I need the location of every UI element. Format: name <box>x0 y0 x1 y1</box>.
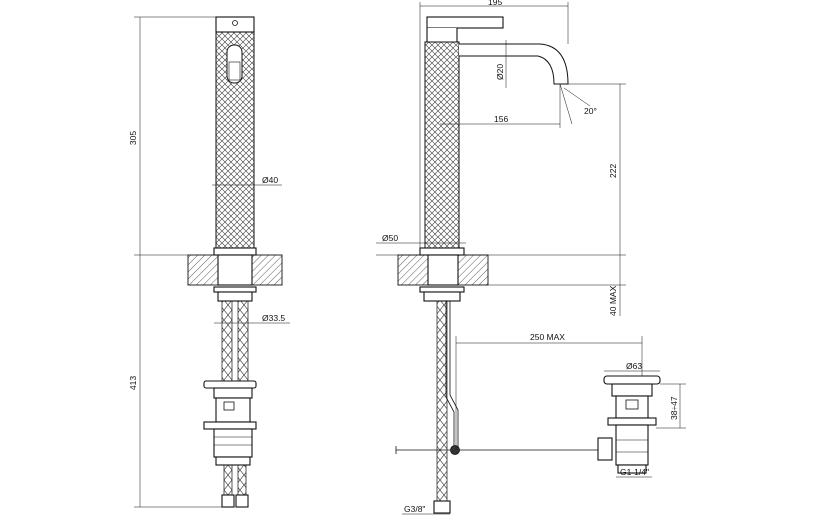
side-waste-bottom-nut <box>617 464 647 474</box>
side-waste-tube <box>615 424 649 466</box>
front-base-ring <box>213 247 257 256</box>
side-waste-cap <box>603 375 661 385</box>
side-nut <box>423 291 461 302</box>
front-cap-hole <box>232 20 238 26</box>
dim-50: Ø50 <box>382 233 398 243</box>
dim-40: Ø40 <box>262 175 278 185</box>
front-shank <box>217 254 253 286</box>
side-pivot <box>450 445 460 455</box>
side-nut-washer <box>419 286 465 293</box>
side-spout <box>459 43 569 85</box>
front-deck-right <box>251 254 283 286</box>
front-connector-right <box>235 494 249 508</box>
side-body-top <box>426 28 458 43</box>
side-base-ring <box>419 247 465 256</box>
front-nut-washer <box>213 286 257 293</box>
front-hose-right <box>237 300 249 382</box>
front-waste-thread <box>213 428 253 458</box>
side-deck-right <box>457 254 489 286</box>
dim-20: Ø20 <box>495 64 505 80</box>
front-waste-neck <box>213 387 253 399</box>
front-waste-window <box>223 401 235 411</box>
front-cap <box>215 16 255 33</box>
dim-33-5: Ø33.5 <box>262 313 285 323</box>
dim-195: 195 <box>488 0 502 7</box>
side-view: 195 Ø20 156 20° 222 Ø50 40 MAX 250 MAX Ø… <box>376 0 686 515</box>
front-view: 305 413 Ø40 Ø33.5 <box>128 16 290 508</box>
side-popup-rod <box>445 301 459 450</box>
side-waste-neck <box>611 383 653 397</box>
front-waste-nut <box>215 456 251 466</box>
dim-156: 156 <box>494 114 508 124</box>
dim-222: 222 <box>608 164 618 178</box>
dim-413: 413 <box>128 376 138 390</box>
side-shank <box>427 254 459 286</box>
side-hose <box>436 300 448 502</box>
dim-63: Ø63 <box>626 361 642 371</box>
dim-305: 305 <box>128 131 138 145</box>
side-waste-window <box>625 399 639 410</box>
front-tail-right <box>237 464 247 496</box>
dim-38-47: 38÷47 <box>669 396 679 420</box>
side-waste-body <box>615 395 649 419</box>
dim-40-max: 40 MAX <box>608 285 618 316</box>
side-body-knurled <box>424 41 460 249</box>
front-deck-left <box>187 254 219 286</box>
dim-angle-20: 20° <box>584 106 597 116</box>
side-waste-rod-nut <box>597 437 613 461</box>
front-tail-left <box>223 464 233 496</box>
side-lever <box>426 16 504 29</box>
side-hose-connector <box>433 500 451 514</box>
dim-250-max: 250 MAX <box>530 332 565 342</box>
dim-g1-1-4: G1-1/4" <box>620 467 649 477</box>
front-waste-flange <box>203 421 257 430</box>
front-nut <box>217 291 253 302</box>
front-hose-left <box>221 300 233 382</box>
dim-g3-8: G3/8" <box>404 504 425 514</box>
front-waste-cap <box>203 380 257 389</box>
dim-angle-lines <box>559 83 591 125</box>
front-lever-slot-inner <box>228 61 241 81</box>
front-connector-left <box>221 494 235 508</box>
side-deck-left <box>397 254 429 286</box>
side-waste-flange <box>607 417 657 426</box>
